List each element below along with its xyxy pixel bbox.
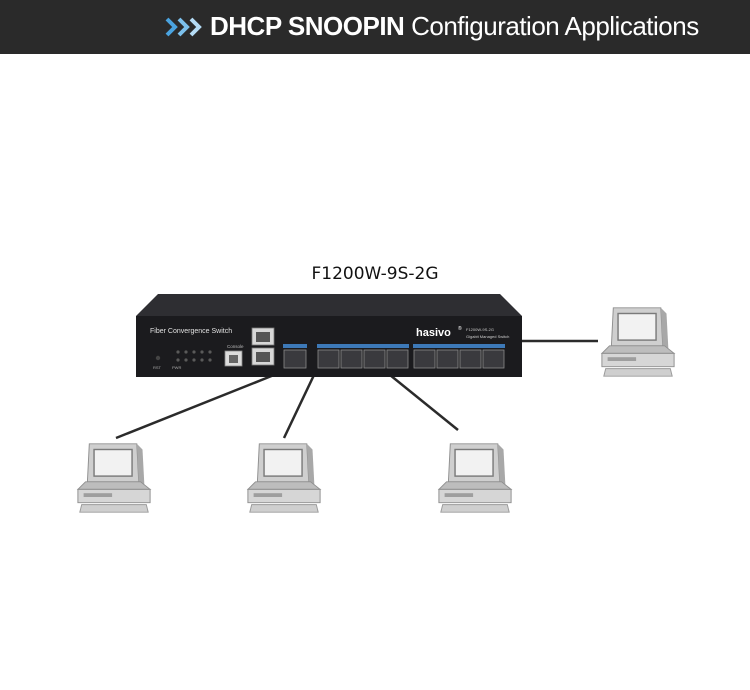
client-pc-right-bottom (438, 443, 512, 513)
device-model-label: F1200W-9S-2G (311, 264, 439, 284)
link-to-left-pc (115, 373, 275, 440)
pwr-label: PWR (172, 365, 181, 370)
banner-title-rest: Configuration Applications (411, 11, 699, 41)
reset-label: RST (153, 365, 162, 370)
sfp-port-group-3 (413, 344, 505, 369)
sfp-port-group-2 (317, 344, 409, 369)
client-pc-center (247, 443, 321, 513)
led-matrix (176, 350, 212, 362)
banner-title-bold: DHCP SNOOPIN (210, 11, 405, 41)
client-pc-right (601, 307, 675, 377)
spec-model: F1200W-9S-2G (466, 327, 494, 332)
link-to-right-bottom-pc (389, 374, 459, 431)
switch-front-text: Fiber Convergence Switch (150, 328, 232, 335)
sfp-port-group-1 (283, 344, 307, 369)
banner-title: DHCP SNOOPIN Configuration Applications (210, 11, 699, 42)
client-pc-left (77, 443, 151, 513)
brand-logo: hasivo (416, 327, 451, 339)
switch-top-surface (136, 294, 522, 316)
switch-device: Fiber Convergence Switch RST PWR Console… (136, 294, 522, 377)
link-to-center-pc (282, 374, 316, 439)
reset-button (155, 355, 161, 361)
console-label: Console (227, 344, 244, 349)
spec-desc: Gigabit Managed Switch (466, 334, 509, 339)
triple-chevron-right-icon (165, 17, 202, 37)
header-banner: DHCP SNOOPIN Configuration Applications (0, 0, 750, 54)
brand-registered: ® (458, 325, 462, 332)
link-lines (115, 339, 598, 440)
